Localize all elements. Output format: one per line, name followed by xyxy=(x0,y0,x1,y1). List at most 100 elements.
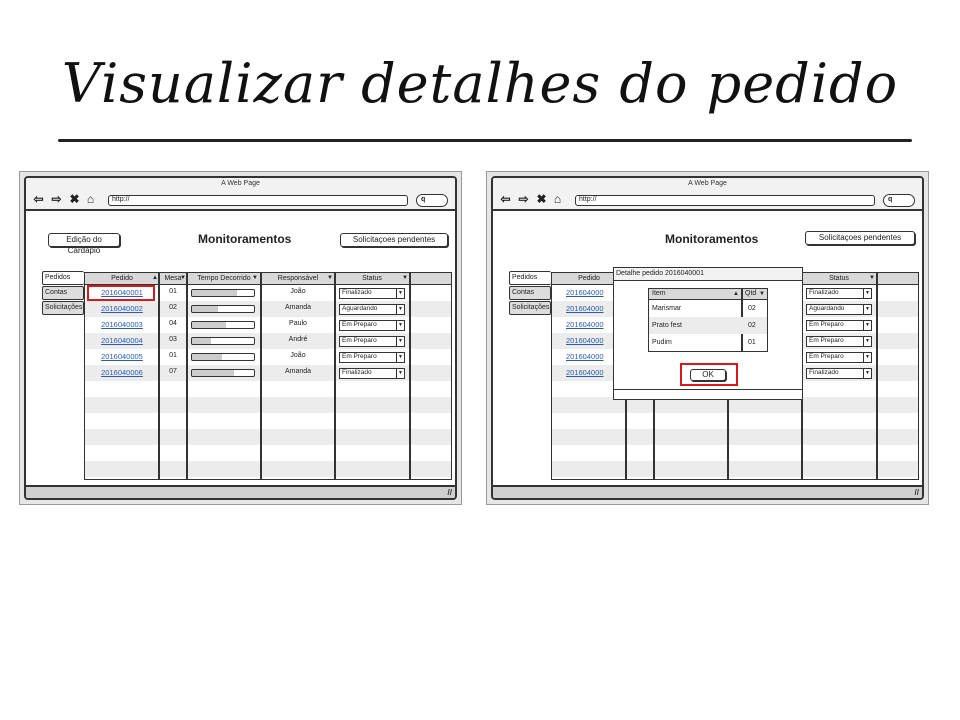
pending-requests-button[interactable]: Solicitaçoes pendentes xyxy=(805,231,915,245)
dropdown-arrow-icon[interactable]: ▼ xyxy=(396,368,405,379)
close-icon[interactable]: ✖ xyxy=(69,192,80,206)
dropdown-arrow-icon[interactable]: ▼ xyxy=(396,304,405,315)
status-select[interactable]: Em Preparo▼ xyxy=(806,352,872,363)
column-header-item[interactable]: Item xyxy=(652,290,666,297)
forward-arrow-icon[interactable]: ⇨ xyxy=(518,192,529,206)
dropdown-arrow-icon[interactable]: ▼ xyxy=(396,336,405,347)
list-item[interactable]: Pudim 01 xyxy=(652,339,756,346)
tab-pedidos[interactable]: Pedidos xyxy=(42,271,84,285)
search-input[interactable]: q xyxy=(416,194,448,207)
url-input[interactable]: http:// xyxy=(575,195,875,206)
close-icon[interactable]: ✖ xyxy=(536,192,547,206)
sort-arrow-icon[interactable]: ▲ xyxy=(733,291,739,297)
dropdown-arrow-icon[interactable]: ▼ xyxy=(863,368,872,379)
resize-grip-icon[interactable]: // xyxy=(447,488,452,497)
order-link[interactable]: 2016040002 xyxy=(101,304,143,313)
column-header-pedido[interactable]: Pedido xyxy=(111,275,133,282)
sort-arrow-icon[interactable]: ▼ xyxy=(327,275,333,281)
back-arrow-icon[interactable]: ⇦ xyxy=(33,192,44,206)
list-item[interactable]: Marismar 02 xyxy=(652,305,756,312)
order-link[interactable]: 201604000 xyxy=(566,288,604,297)
sort-arrow-icon[interactable]: ▲ xyxy=(152,275,158,281)
table-row[interactable]: 201604000 Finalizado▼ xyxy=(552,285,918,301)
home-icon[interactable]: ⌂ xyxy=(86,192,95,206)
sort-arrow-icon[interactable]: ▼ xyxy=(402,275,408,281)
table-row[interactable]: 201604000 Em Preparo▼ xyxy=(552,317,918,333)
order-link[interactable]: 201604000 xyxy=(566,368,604,377)
tab-solicitacoes[interactable]: Solicitações xyxy=(509,301,551,315)
sort-arrow-icon[interactable]: ▼ xyxy=(869,275,875,281)
status-select[interactable]: Em Preparo▼ xyxy=(339,352,405,363)
table-row[interactable]: 201604000 Em Preparo▼ xyxy=(552,333,918,349)
status-select[interactable]: Finalizado▼ xyxy=(806,288,872,299)
status-select[interactable]: Em Preparo▼ xyxy=(806,320,872,331)
status-select[interactable]: Finalizado▼ xyxy=(339,288,405,299)
table-row[interactable]: 201604000 Finalizado▼ xyxy=(552,365,918,381)
status-select[interactable]: Em Preparo▼ xyxy=(339,336,405,347)
search-input[interactable]: q xyxy=(883,194,915,207)
sort-arrow-icon[interactable]: ▼ xyxy=(252,275,258,281)
column-header-qtd[interactable]: Qtd xyxy=(745,290,757,297)
table-header: Pedido ▲ Mesa ▼ Tempo Decorrido ▼ Respon… xyxy=(85,273,451,285)
tab-contas[interactable]: Contas xyxy=(509,286,551,300)
ok-button[interactable]: OK xyxy=(690,369,726,381)
status-select[interactable]: Aguardando▼ xyxy=(806,304,872,315)
status-select[interactable]: Em Preparo▼ xyxy=(806,336,872,347)
order-link[interactable]: 201604000 xyxy=(566,320,604,329)
table-row[interactable]: 201604000 Em Preparo▼ xyxy=(552,349,918,365)
dropdown-arrow-icon[interactable]: ▼ xyxy=(863,336,872,347)
order-link[interactable]: 2016040004 xyxy=(101,336,143,345)
column-header-pedido[interactable]: Pedido xyxy=(578,275,600,282)
home-icon[interactable]: ⌂ xyxy=(553,192,562,206)
column-header-responsavel[interactable]: Responsável xyxy=(277,275,319,282)
pending-requests-button[interactable]: Solicitaçoes pendentes xyxy=(340,233,448,247)
back-arrow-icon[interactable]: ⇦ xyxy=(500,192,511,206)
dropdown-arrow-icon[interactable]: ▼ xyxy=(396,288,405,299)
title-underline xyxy=(58,139,912,142)
dropdown-arrow-icon[interactable]: ▼ xyxy=(396,352,405,363)
resize-grip-icon[interactable]: // xyxy=(914,488,919,497)
column-header-status[interactable]: Status xyxy=(362,275,382,282)
status-select[interactable]: Finalizado▼ xyxy=(806,368,872,379)
sort-arrow-icon[interactable]: ▼ xyxy=(759,291,765,297)
status-select[interactable]: Aguardando▼ xyxy=(339,304,405,315)
order-link[interactable]: 2016040003 xyxy=(101,320,143,329)
selected-order-highlight xyxy=(87,285,155,301)
dropdown-arrow-icon[interactable]: ▼ xyxy=(863,304,872,315)
status-select[interactable]: Em Preparo▼ xyxy=(339,320,405,331)
elapsed-time-progress xyxy=(191,337,255,345)
order-detail-dialog: Detalhe pedido 2016040001 Item ▲ Qtd ▼ M… xyxy=(613,267,803,400)
column-header-status[interactable]: Status xyxy=(829,275,849,282)
progress-fill xyxy=(192,306,219,312)
order-link[interactable]: 2016040001 xyxy=(101,288,143,297)
tab-contas[interactable]: Contas xyxy=(42,286,84,300)
progress-fill xyxy=(192,354,222,360)
forward-arrow-icon[interactable]: ⇨ xyxy=(51,192,62,206)
dropdown-arrow-icon[interactable]: ▼ xyxy=(396,320,405,331)
tab-solicitacoes[interactable]: Solicitações xyxy=(42,301,84,315)
list-item[interactable]: Prato fest 02 xyxy=(649,317,767,334)
order-link[interactable]: 2016040005 xyxy=(101,352,143,361)
order-link[interactable]: 201604000 xyxy=(566,304,604,313)
dropdown-arrow-icon[interactable]: ▼ xyxy=(863,352,872,363)
sort-arrow-icon[interactable]: ▼ xyxy=(180,275,186,281)
order-link[interactable]: 201604000 xyxy=(566,352,604,361)
edit-menu-button[interactable]: Edição do Cardapio xyxy=(48,233,120,255)
url-input[interactable]: http:// xyxy=(108,195,408,206)
dropdown-arrow-icon[interactable]: ▼ xyxy=(863,320,872,331)
column-header-mesa[interactable]: Mesa xyxy=(164,275,182,282)
column-header-tempo[interactable]: Tempo Decorrido xyxy=(197,275,251,282)
table-row[interactable]: 201604000 Aguardando▼ xyxy=(552,301,918,317)
order-link[interactable]: 201604000 xyxy=(566,336,604,345)
tab-pedidos[interactable]: Pedidos xyxy=(509,271,551,285)
status-select[interactable]: Finalizado▼ xyxy=(339,368,405,379)
dropdown-arrow-icon[interactable]: ▼ xyxy=(863,288,872,299)
order-link[interactable]: 2016040006 xyxy=(101,368,143,377)
page-content: Edição do Cardapio Monitoramentos Solici… xyxy=(26,213,455,485)
